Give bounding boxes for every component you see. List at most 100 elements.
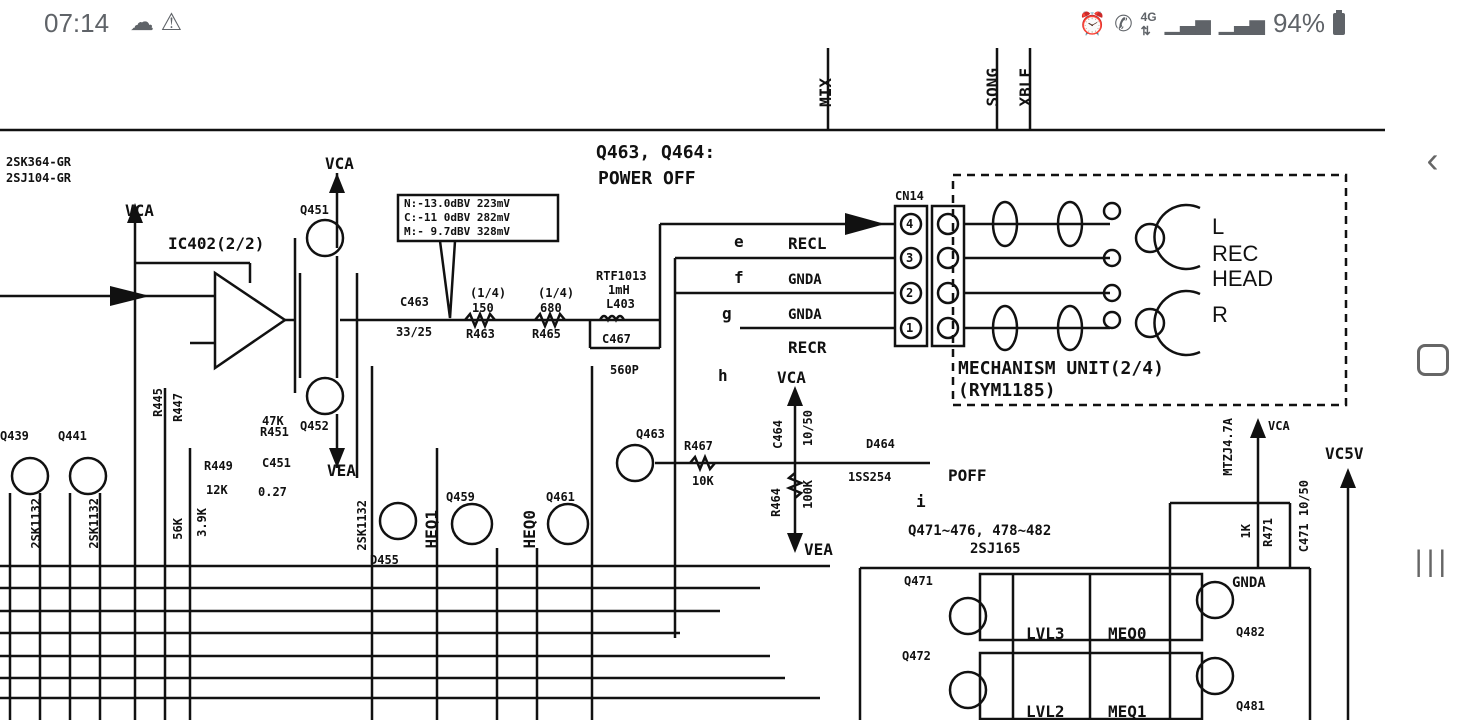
status-left-icons: ☁ ⚠	[130, 8, 182, 37]
label-l403-val: 1mH	[608, 283, 630, 297]
home-button[interactable]	[1385, 330, 1480, 390]
label-r471: R471	[1261, 518, 1275, 547]
back-icon: ‹	[1426, 139, 1439, 180]
label-c467-val: 560P	[610, 363, 639, 377]
label-q439: Q439	[0, 429, 29, 443]
label-r449: R449	[204, 459, 233, 473]
alarm-icon: ⏰	[1078, 10, 1107, 36]
label-r463-w: (1/4)	[470, 286, 507, 300]
label-vca-3: VCA	[777, 368, 806, 387]
pin-2: 2	[906, 286, 914, 300]
label-q471: Q471	[904, 574, 933, 588]
status-right-icons: ⏰ ✆ 4G⇅ ▁▃▅ ▁▃▅ 94%	[1079, 8, 1345, 39]
signal-icon: ▁▃▅	[1164, 13, 1211, 35]
4g-icon: 4G⇅	[1140, 9, 1157, 38]
label-q482: Q482	[1236, 625, 1265, 639]
label-meq0: MEQ0	[1108, 624, 1147, 643]
marker-g: g	[722, 304, 732, 323]
label-q441-part: 2SK1132	[87, 498, 101, 549]
label-r465-val: 680	[540, 301, 562, 315]
label-r451: R451	[260, 425, 289, 439]
label-d471: MTZJ4.7A	[1221, 418, 1235, 476]
label-r447: R447	[171, 393, 185, 422]
battery-percent: 94%	[1272, 8, 1325, 38]
label-r467-val: 10K	[692, 474, 714, 488]
label-r465: R465	[532, 327, 561, 341]
label-meq1: MEQ1	[1108, 702, 1147, 721]
marker-e: e	[734, 232, 744, 251]
warning-icon: ⚠	[160, 9, 183, 36]
label-xblf: XBLF	[1016, 68, 1035, 107]
level-c: C:-11 0dBV 282mV	[404, 211, 510, 224]
label-c471: C471 10/50	[1297, 480, 1311, 553]
label-vca-1: VCA	[325, 154, 354, 173]
label-head-head: HEAD	[1212, 266, 1274, 291]
label-q451: Q451	[300, 203, 329, 217]
label-q481: Q481	[1236, 699, 1265, 713]
label-song: SONG	[983, 68, 1002, 107]
label-r451-val: 47K	[262, 414, 284, 428]
label-q441: Q441	[58, 429, 87, 443]
home-icon	[1416, 344, 1449, 376]
label-q471-range: Q471~476, 478~482	[908, 523, 1052, 539]
label-vc5v: VC5V	[1325, 444, 1364, 463]
status-bar: 07:14 ☁ ⚠ ⏰ ✆ 4G⇅ ▁▃▅ ▁▃▅ 94%	[0, 0, 1385, 48]
label-cn14: CN14	[895, 189, 924, 203]
label-rtf: RTF1013	[596, 269, 647, 283]
label-q463-note-1: Q463, Q464:	[596, 142, 716, 163]
label-lvl3: LVL3	[1026, 624, 1065, 643]
label-q459: Q459	[446, 490, 475, 504]
label-q452: Q452	[300, 419, 329, 433]
pin-3: 3	[906, 251, 914, 265]
label-gnda-1: GNDA	[788, 272, 822, 288]
label-mix: MIX	[816, 78, 835, 107]
label-gnda-2: GNDA	[788, 307, 822, 323]
label-head-l: L	[1212, 214, 1225, 239]
label-r463: R463	[466, 327, 495, 341]
label-r471-val: 1K	[1239, 524, 1253, 539]
schematic-image[interactable]: MIX SONG XBLF 2SK364-GR 2SJ104-GR Q463, …	[0, 48, 1385, 720]
label-d464: D464	[866, 437, 895, 451]
label-transistor-note-2: 2SJ104-GR	[6, 171, 72, 185]
label-d455: D455	[370, 553, 399, 567]
label-c451-val: 0.27	[258, 485, 287, 499]
label-transistor-note-1: 2SK364-GR	[6, 155, 72, 169]
signal-icon: ▁▃▅	[1218, 13, 1265, 35]
label-q463-note-2: POWER OFF	[598, 168, 696, 189]
label-q455-part: 2SK1132	[355, 500, 369, 551]
label-c451: C451	[262, 456, 291, 470]
level-m: M:- 9.7dBV 328mV	[404, 225, 510, 238]
label-r464-val: 100K	[801, 480, 815, 509]
recents-button[interactable]: |||	[1385, 532, 1480, 592]
navigation-bar: ‹ |||	[1385, 0, 1480, 720]
label-q472: Q472	[902, 649, 931, 663]
label-q461: Q461	[546, 490, 575, 504]
recents-icon: |||	[1414, 545, 1451, 578]
label-l403: L403	[606, 297, 635, 311]
pin-4: 4	[906, 217, 914, 231]
label-c464: C464	[771, 420, 785, 449]
label-mechanism-unit: MECHANISM UNIT(2/4)	[958, 358, 1164, 379]
label-r467: R467	[684, 439, 713, 453]
label-ic402: IC402(2/2)	[168, 234, 265, 253]
label-q471-part: 2SJ165	[970, 541, 1021, 557]
label-r463-val: 150	[472, 301, 494, 315]
label-c467: C467	[602, 332, 631, 346]
label-head-rec: REC	[1212, 241, 1259, 266]
schematic-lines	[0, 48, 1385, 720]
label-head-r: R	[1212, 302, 1228, 327]
battery-icon	[1333, 9, 1345, 35]
label-r465-w: (1/4)	[538, 286, 575, 300]
label-heq0: HEQ0	[520, 510, 539, 549]
label-vea-1: VEA	[327, 461, 356, 480]
wifi-call-icon: ✆	[1114, 10, 1133, 36]
label-q463: Q463	[636, 427, 665, 441]
label-heq1: HEQ1	[422, 510, 441, 549]
marker-h: h	[718, 366, 728, 385]
marker-f: f	[734, 268, 744, 287]
label-gnda-3: GNDA	[1232, 575, 1266, 591]
label-poff: POFF	[948, 466, 987, 485]
label-recr: RECR	[788, 338, 827, 357]
back-button[interactable]: ‹	[1385, 130, 1480, 190]
label-vca-2: VCA	[125, 201, 154, 220]
